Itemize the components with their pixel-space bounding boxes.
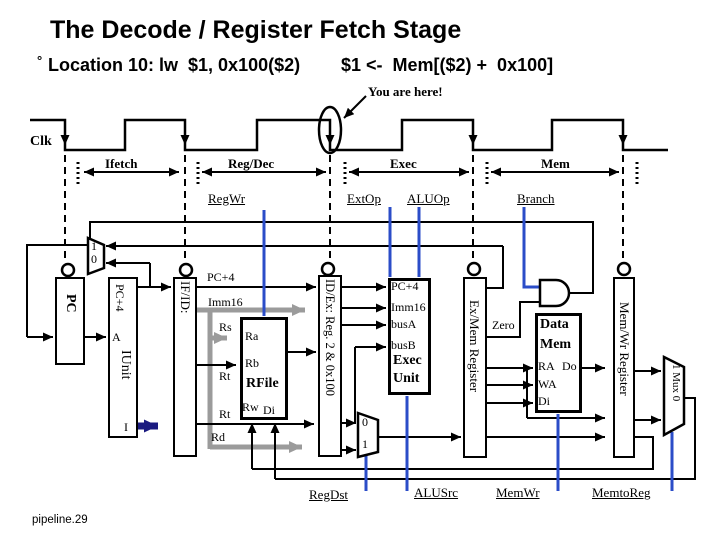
data-mem-box bbox=[535, 313, 582, 413]
pc-clock-bubble bbox=[60, 262, 76, 278]
iunit-a-port-label: A bbox=[112, 330, 121, 344]
stage-regdec-label: Reg/Dec bbox=[228, 156, 275, 171]
instruction-text: Location 10: lw $1, 0x100($2) bbox=[48, 55, 301, 75]
aluop-label: ALUOp bbox=[407, 191, 450, 206]
extop-label: ExtOp bbox=[347, 191, 381, 206]
exec-busa-port-label: busA bbox=[391, 317, 417, 331]
rfile-ra-port-label: Ra bbox=[245, 329, 259, 343]
exec-pc4-port-label: PC+4 bbox=[391, 279, 419, 293]
memtoreg-mux bbox=[662, 354, 686, 438]
slide-id: pipeline.29 bbox=[32, 514, 88, 526]
you-are-here-arrow bbox=[343, 95, 367, 119]
iunit-pc4-port-label: PC+4 bbox=[113, 284, 127, 312]
regwr-label: RegWr bbox=[208, 191, 246, 206]
exmem-register-box bbox=[463, 277, 487, 458]
rfile-di-port-label: Di bbox=[263, 403, 275, 417]
regdst-mux-input0-label: 0 bbox=[362, 415, 368, 429]
data-mem-ra-port-label: RA bbox=[538, 359, 555, 373]
pc-register-box bbox=[55, 277, 85, 365]
ifid-register-name: IF/ID: bbox=[178, 281, 193, 314]
ifid-register-box bbox=[173, 277, 197, 457]
rt-wire-label-lower: Rt bbox=[219, 407, 231, 421]
memwr-register-name: Mem/Wr Register bbox=[617, 302, 632, 396]
idex-clock-bubble bbox=[320, 261, 336, 277]
pc4-wire-label: PC+4 bbox=[207, 270, 235, 284]
rw-writeback-bus bbox=[252, 436, 654, 470]
idex-register-name: ID/Ex: Reg. 2 & 0x100 bbox=[323, 279, 337, 397]
branch-label: Branch bbox=[517, 191, 555, 206]
branch-control-line bbox=[522, 207, 539, 289]
alusrc-label: ALUSrc bbox=[414, 485, 459, 500]
regdst-label: RegDst bbox=[309, 487, 348, 502]
memwr-label: MemWr bbox=[496, 485, 540, 500]
pc-mux-input1-label: 1 bbox=[91, 239, 97, 253]
rfile-rw-port-label: Rw bbox=[242, 400, 259, 414]
you-are-here-ellipse bbox=[317, 105, 343, 155]
rfile-name: RFile bbox=[246, 376, 279, 391]
stage-exec-label: Exec bbox=[390, 156, 417, 171]
pc-mux bbox=[86, 236, 106, 276]
zero-wire-label: Zero bbox=[492, 318, 515, 332]
exmem-register-name: Ex/Mem Register bbox=[467, 300, 482, 393]
memwr-register-box bbox=[613, 277, 635, 458]
idex-register-box bbox=[318, 275, 342, 457]
instruction-effect-text: $1 <- Mem[($2) + 0x100] bbox=[341, 55, 554, 75]
exec-unit-name-line1: Exec bbox=[393, 353, 422, 368]
di-writeback-bus bbox=[275, 397, 696, 480]
page-title: The Decode / Register Fetch Stage bbox=[50, 16, 462, 44]
data-mem-name-line2: Mem bbox=[540, 337, 572, 352]
zero-wire bbox=[487, 301, 540, 338]
rs-wire-label: Rs bbox=[219, 320, 232, 334]
data-mem-name-line1: Data bbox=[540, 317, 569, 332]
memtoreg-mux-label: 1 Mux 0 bbox=[670, 364, 682, 402]
pc-register-name: PC bbox=[63, 294, 78, 313]
data-mem-di-port-label: Di bbox=[538, 394, 550, 408]
branch-and-gate bbox=[538, 278, 571, 308]
exec-unit-box bbox=[388, 278, 431, 395]
bullet-marker: ° bbox=[37, 53, 43, 68]
iunit-name: IUnit bbox=[118, 350, 133, 380]
iunit-i-port-label: I bbox=[124, 420, 128, 434]
memwr-clock-bubble bbox=[616, 261, 632, 277]
you-are-here-label: You are here! bbox=[368, 84, 443, 99]
exec-unit-name-line2: Unit bbox=[393, 371, 420, 386]
branch-select-wire bbox=[89, 221, 594, 294]
rd-wire-label: Rd bbox=[211, 430, 226, 444]
data-mem-do-port-label: Do bbox=[562, 359, 577, 373]
stage-ifetch-label: Ifetch bbox=[105, 156, 138, 171]
regdst-mux-input1-label: 1 bbox=[362, 437, 368, 451]
data-mem-wa-port-label: WA bbox=[538, 377, 557, 391]
stage-mem-label: Mem bbox=[541, 156, 570, 171]
exec-busb-port-label: busB bbox=[391, 338, 416, 352]
rfile-rb-port-label: Rb bbox=[245, 356, 260, 370]
pc-mux-output-wire bbox=[26, 244, 88, 337]
pc-mux-input0-label: 0 bbox=[91, 252, 97, 266]
clk-label: Clk bbox=[30, 134, 52, 149]
ifid-clock-bubble bbox=[178, 262, 194, 278]
exec-imm16-port-label: Imm16 bbox=[391, 300, 426, 314]
imm16-wire-label: Imm16 bbox=[208, 295, 243, 309]
memtoreg-label: MemtoReg bbox=[592, 485, 651, 500]
rfile-box bbox=[240, 317, 288, 420]
branch-target-wire bbox=[487, 246, 504, 289]
iunit-box bbox=[108, 277, 138, 438]
clock-waveform bbox=[30, 118, 668, 152]
exmem-clock-bubble bbox=[466, 261, 482, 277]
regdst-mux bbox=[356, 411, 380, 459]
rt-wire-label-upper: Rt bbox=[219, 369, 231, 383]
